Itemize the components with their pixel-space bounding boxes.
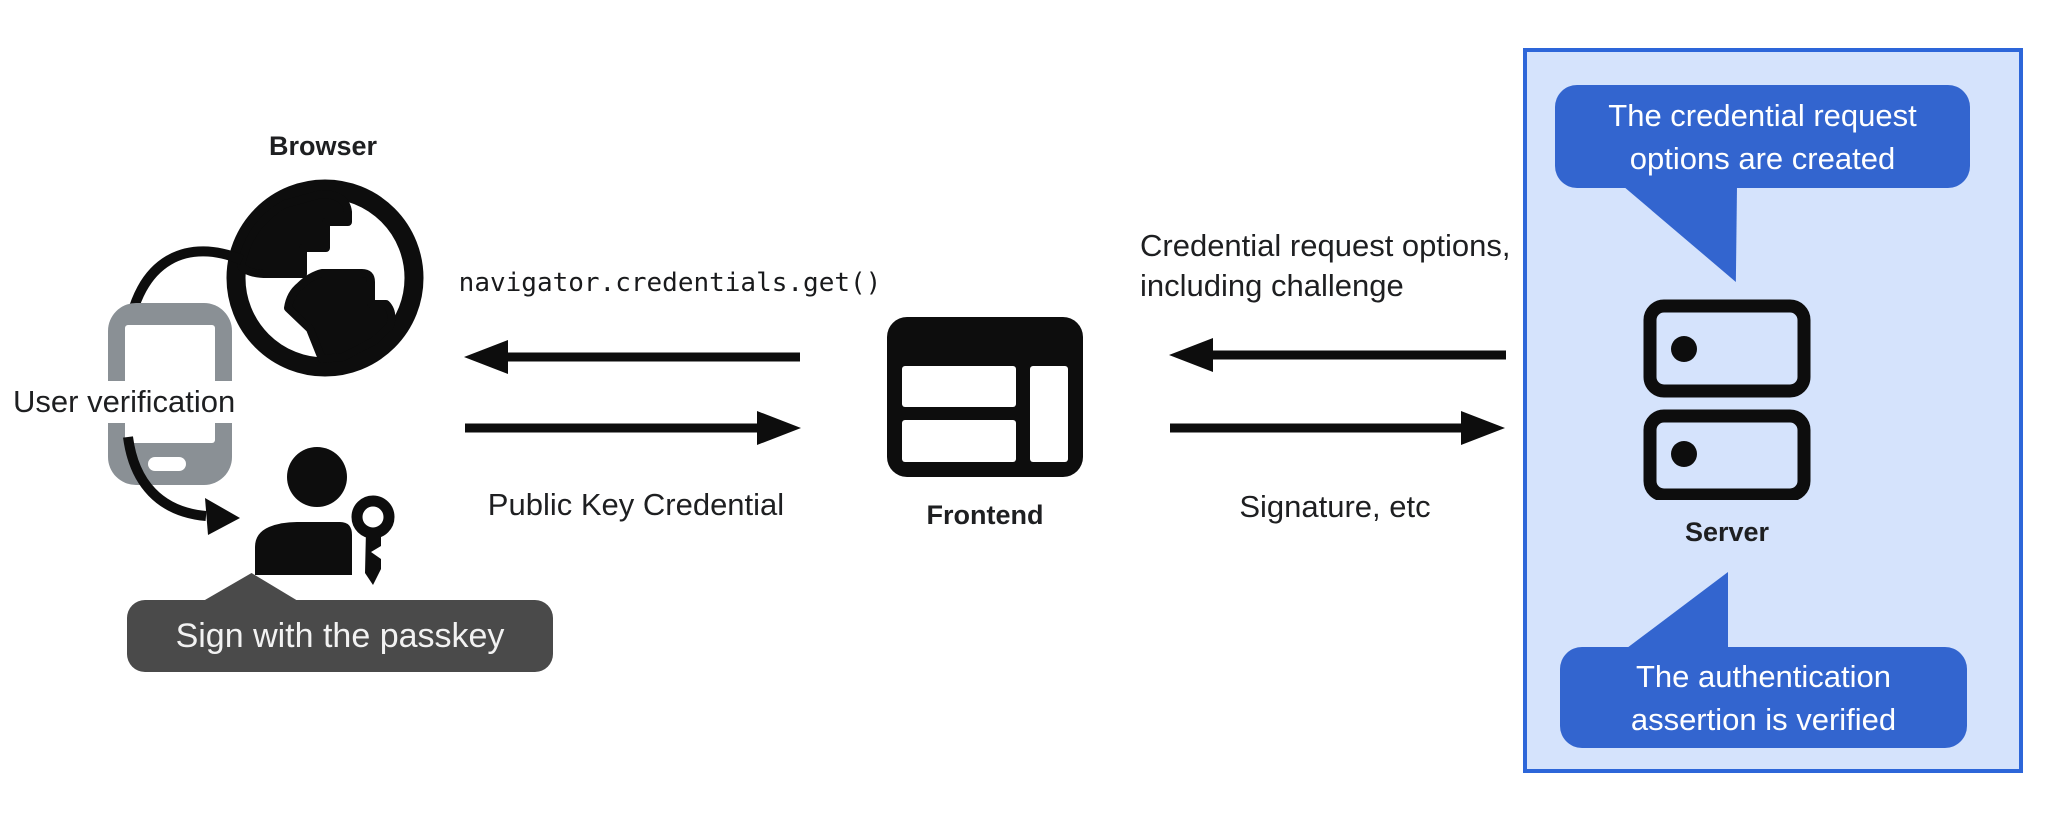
- curved-arrow-phone-to-user: [123, 436, 240, 535]
- signature-label: Signature, etc: [1239, 489, 1431, 524]
- key-icon: [351, 495, 395, 585]
- browser-label: Browser: [268, 131, 378, 161]
- frontend-label: Frontend: [926, 500, 1044, 530]
- arrow-server-to-frontend: [1169, 338, 1506, 372]
- credential-request-options-line2: including challenge: [1140, 268, 1404, 303]
- server-callout-bottom: The authentication assertion is verified: [1560, 647, 1967, 748]
- server-callout-bottom-line1: The authentication: [1635, 658, 1892, 694]
- server-callout-top: The credential request options are creat…: [1555, 85, 1970, 188]
- public-key-credential-label: Public Key Credential: [487, 487, 785, 522]
- server-callout-bottom-line2: assertion is verified: [1630, 701, 1897, 737]
- user-verification-label: User verification: [8, 381, 241, 423]
- arrow-frontend-to-browser: [464, 340, 800, 374]
- person-with-key-icon: [255, 447, 395, 585]
- credential-request-options-line1: Credential request options,: [1140, 228, 1511, 263]
- credentials-get-code: navigator.credentials.get(): [458, 268, 882, 298]
- server-label: Server: [1684, 517, 1770, 547]
- arrow-browser-to-frontend: [465, 411, 801, 445]
- arrow-frontend-to-server: [1170, 411, 1505, 445]
- server-stack-icon: [1643, 299, 1811, 500]
- globe-icon: [226, 179, 424, 377]
- browser-window-icon: [887, 317, 1083, 477]
- server-callout-top-line2: options are created: [1629, 140, 1896, 176]
- passkey-callout: Sign with the passkey: [127, 600, 553, 672]
- server-callout-top-line1: The credential request: [1608, 97, 1917, 133]
- person-icon: [255, 447, 352, 575]
